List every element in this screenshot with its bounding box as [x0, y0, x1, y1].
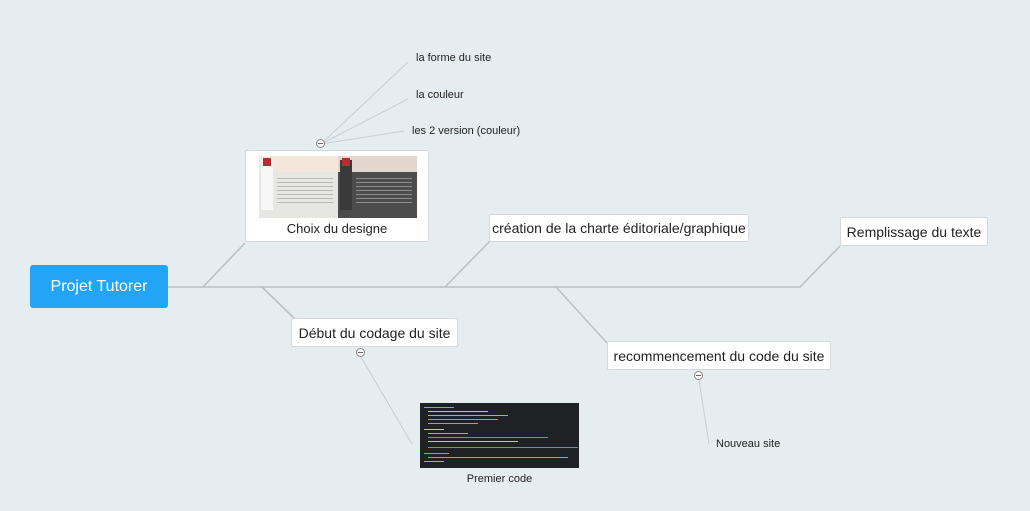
- leaf-forme[interactable]: la forme du site: [416, 52, 492, 64]
- design-node-label: Choix du designe: [286, 221, 388, 236]
- codage-child-label[interactable]: Premier code: [466, 473, 533, 485]
- design-node[interactable]: Choix du designe: [245, 150, 429, 242]
- website-mockup-thumbnail: [259, 156, 417, 218]
- remplissage-node[interactable]: Remplissage du texte: [840, 217, 988, 246]
- root-node[interactable]: Projet Tutorer: [30, 265, 168, 308]
- leaf-versions[interactable]: les 2 version (couleur): [412, 125, 521, 137]
- codage-node[interactable]: Début du codage du site: [291, 318, 458, 347]
- collapse-design-icon[interactable]: [316, 139, 325, 148]
- code-editor-screenshot: [420, 403, 579, 468]
- collapse-recommencement-icon[interactable]: [694, 371, 703, 380]
- recommencement-node[interactable]: recommencement du code du site: [607, 341, 831, 370]
- leaf-couleur[interactable]: la couleur: [416, 89, 464, 101]
- collapse-codage-icon[interactable]: [356, 348, 365, 357]
- leaf-nouveau-site[interactable]: Nouveau site: [716, 438, 781, 450]
- charte-node[interactable]: création de la charte éditoriale/graphiq…: [489, 214, 749, 242]
